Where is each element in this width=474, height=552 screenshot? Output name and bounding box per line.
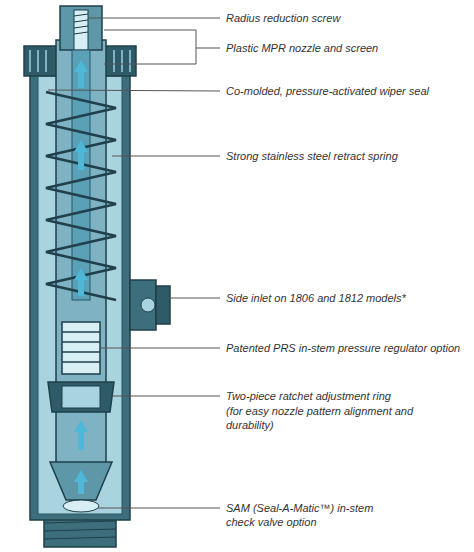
part-label: Side inlet on 1806 and 1812 models* xyxy=(226,291,466,305)
part-label: SAM (Seal-A-Matic™) in-stem check valve … xyxy=(226,501,386,529)
part-label: Co-molded, pressure-activated wiper seal xyxy=(226,84,466,98)
part-label: Patented PRS in-stem pressure regulator … xyxy=(226,341,466,355)
part-label: Radius reduction screw xyxy=(226,11,466,25)
part-label: (for easy nozzle pattern alignment and d… xyxy=(226,404,426,432)
part-label: Two-piece ratchet adjustment ring xyxy=(226,389,466,403)
leader-lines xyxy=(48,18,220,508)
part-label: Plastic MPR nozzle and screen xyxy=(226,41,466,55)
part-label: Strong stainless steel retract spring xyxy=(226,149,466,163)
